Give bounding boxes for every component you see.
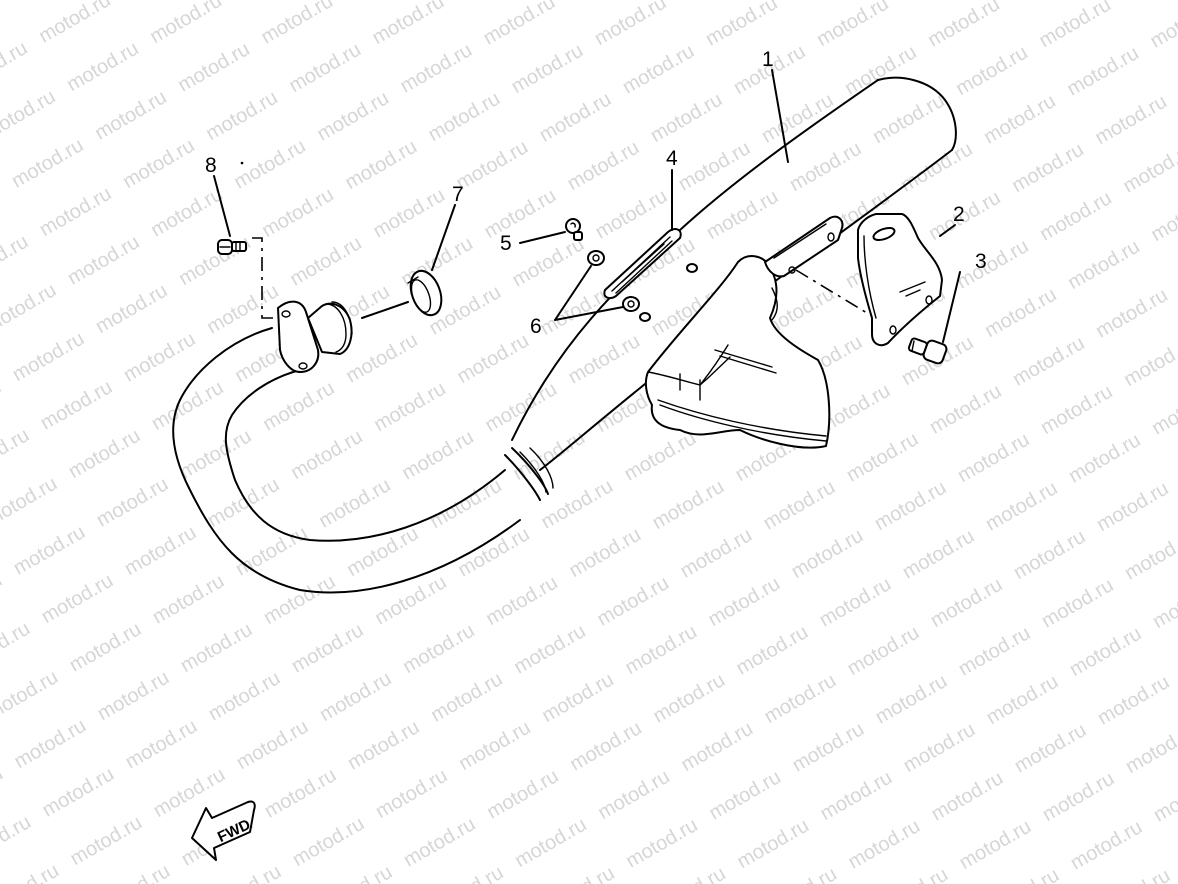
label-part-4: 4	[666, 147, 678, 170]
bolt-8	[217, 237, 278, 319]
label-part-2: 2	[953, 203, 965, 226]
label-part-8: 8	[205, 154, 217, 177]
bracket-2	[795, 213, 943, 347]
label-part-5: 5	[500, 232, 512, 255]
exhaust-flange	[277, 300, 353, 373]
washer-6	[587, 250, 640, 312]
muffler-chamber	[644, 255, 831, 449]
label-part-3: 3	[975, 250, 987, 273]
label-part-6: 6	[530, 315, 542, 338]
muffler-mount-tab	[764, 215, 844, 278]
fwd-arrow-icon: FWD	[191, 800, 256, 861]
part-labels: 1 2 3 4 5 6 7 8	[205, 48, 987, 338]
gasket-7	[361, 269, 443, 319]
label-part-7: 7	[452, 183, 464, 206]
label-part-1: 1	[762, 48, 774, 71]
bolt-3	[907, 337, 948, 365]
exhaust-pipe	[172, 327, 554, 594]
leader-lines	[213, 69, 961, 343]
speck	[240, 161, 244, 165]
screw-5	[565, 218, 583, 241]
